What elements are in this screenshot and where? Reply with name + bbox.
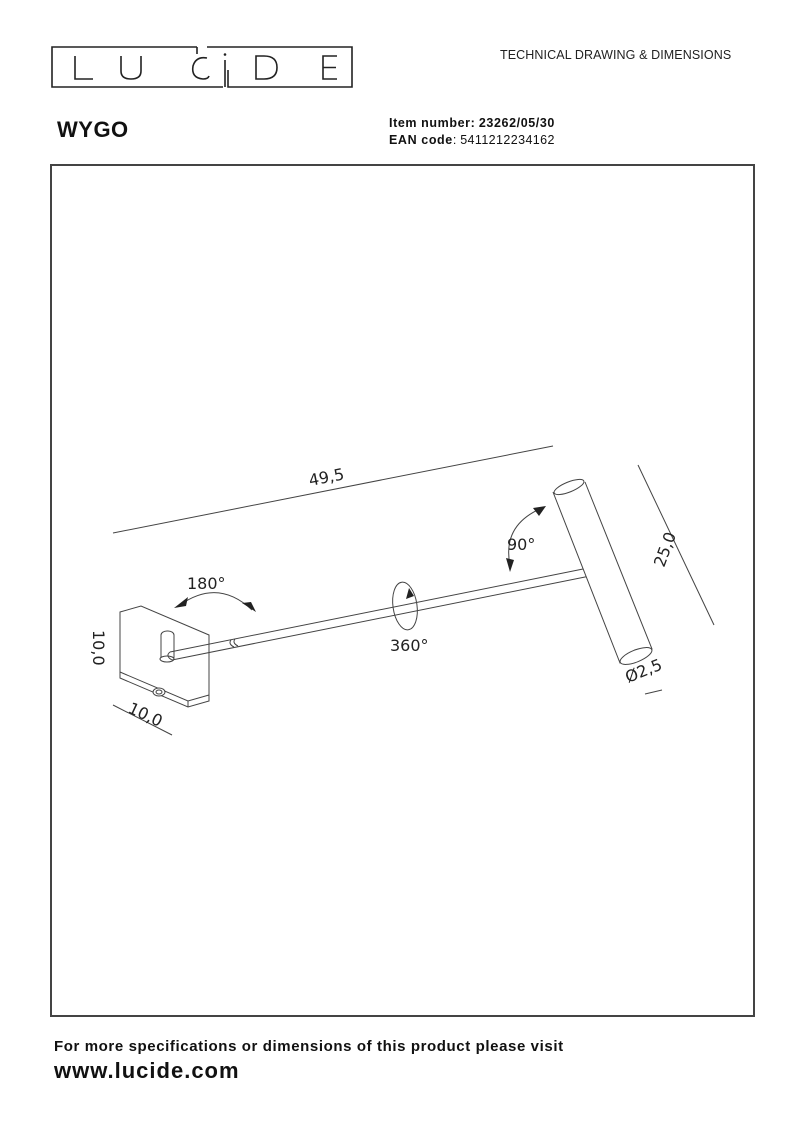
drawing-frame — [50, 164, 755, 1017]
swivel-arc — [179, 592, 253, 611]
arrowheads — [174, 506, 546, 612]
head-length-dimension-line — [637, 464, 715, 626]
product-name: WYGO — [57, 117, 129, 142]
length-label: 49,5 — [307, 464, 346, 489]
arm-rotation-label: 360° — [390, 636, 429, 655]
ean-row: EAN code: 5411212234162 — [389, 132, 555, 149]
base-height-label: 10,0 — [89, 630, 108, 666]
document-type-heading: TECHNICAL DRAWING & DIMENSIONS — [500, 48, 732, 62]
tilt-label: 90° — [507, 535, 535, 554]
base-width-label: 10,0 — [125, 698, 165, 730]
ean-value: 5411212234162 — [460, 133, 555, 147]
item-number-value: 23262/05/30 — [478, 116, 555, 130]
arrow-180-right-icon — [242, 602, 256, 612]
head-length-label: 25,0 — [650, 529, 680, 569]
ean-separator: : — [452, 133, 457, 147]
brand-logo — [51, 46, 353, 88]
arrow-180-left-icon — [174, 597, 188, 608]
arrow-360-icon — [406, 588, 414, 599]
diameter-dimension-line — [644, 689, 663, 695]
wall-base — [119, 605, 210, 708]
rotation-ellipse — [392, 581, 418, 631]
base-width-dimension-line — [112, 704, 173, 736]
ean-label: EAN code — [389, 133, 453, 147]
rotation-arrows — [179, 507, 543, 631]
lamp-head — [552, 478, 653, 665]
tilt-arc — [508, 507, 543, 566]
lamp-arm — [167, 567, 591, 661]
footer-text: For more specifications or dimensions of… — [54, 1038, 564, 1055]
website-link[interactable]: www.lucide.com — [54, 1058, 240, 1083]
length-dimension-line — [112, 445, 554, 534]
arrow-90-top-icon — [533, 506, 546, 516]
item-number-row: Item number: 23262/05/30 — [389, 115, 555, 132]
arrow-90-bottom-icon — [506, 558, 514, 572]
item-number-label: Item number: — [389, 116, 476, 130]
product-identifiers: Item number: 23262/05/30 EAN code: 54112… — [389, 115, 555, 149]
swivel-label: 180° — [187, 574, 226, 593]
lucide-logo-icon — [51, 46, 353, 88]
